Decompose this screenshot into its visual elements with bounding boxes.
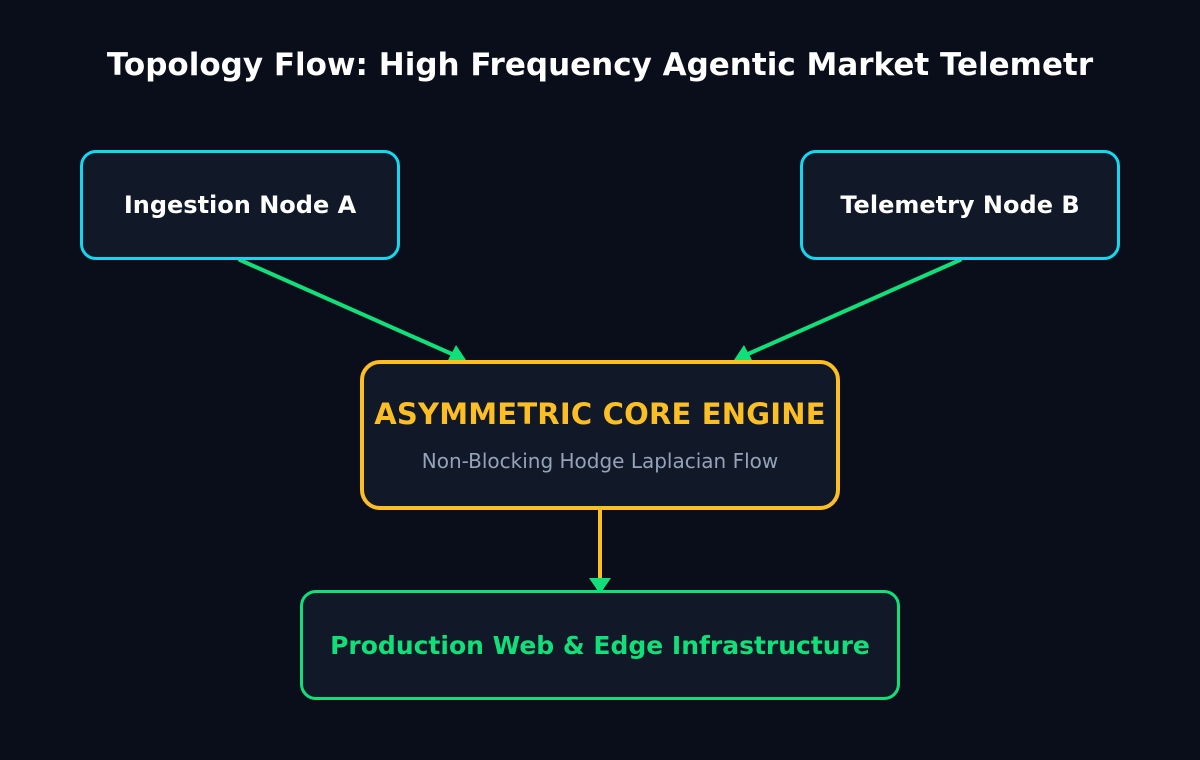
ingestion-node-a[interactable]: Ingestion Node A — [80, 150, 400, 260]
asymmetric-core-engine-node[interactable]: ASYMMETRIC CORE ENGINE Non-Blocking Hodg… — [360, 360, 840, 510]
telemetry-node-b[interactable]: Telemetry Node B — [800, 150, 1120, 260]
ingestion-node-label: Ingestion Node A — [123, 191, 357, 219]
arrowhead-core-to-production — [589, 578, 611, 594]
edge-ingestion-to-core — [238, 258, 454, 356]
arrowhead-ingestion-to-core — [447, 345, 466, 362]
edge-telemetry-to-core — [746, 258, 962, 356]
production-infrastructure-node[interactable]: Production Web & Edge Infrastructure — [300, 590, 900, 700]
core-engine-sublabel: Non-Blocking Hodge Laplacian Flow — [421, 449, 779, 473]
arrowhead-telemetry-to-core — [734, 345, 753, 362]
production-node-label: Production Web & Edge Infrastructure — [330, 630, 870, 660]
telemetry-node-label: Telemetry Node B — [840, 191, 1080, 219]
core-engine-label: ASYMMETRIC CORE ENGINE — [374, 397, 826, 431]
diagram-title: Topology Flow: High Frequency Agentic Ma… — [106, 47, 1094, 83]
